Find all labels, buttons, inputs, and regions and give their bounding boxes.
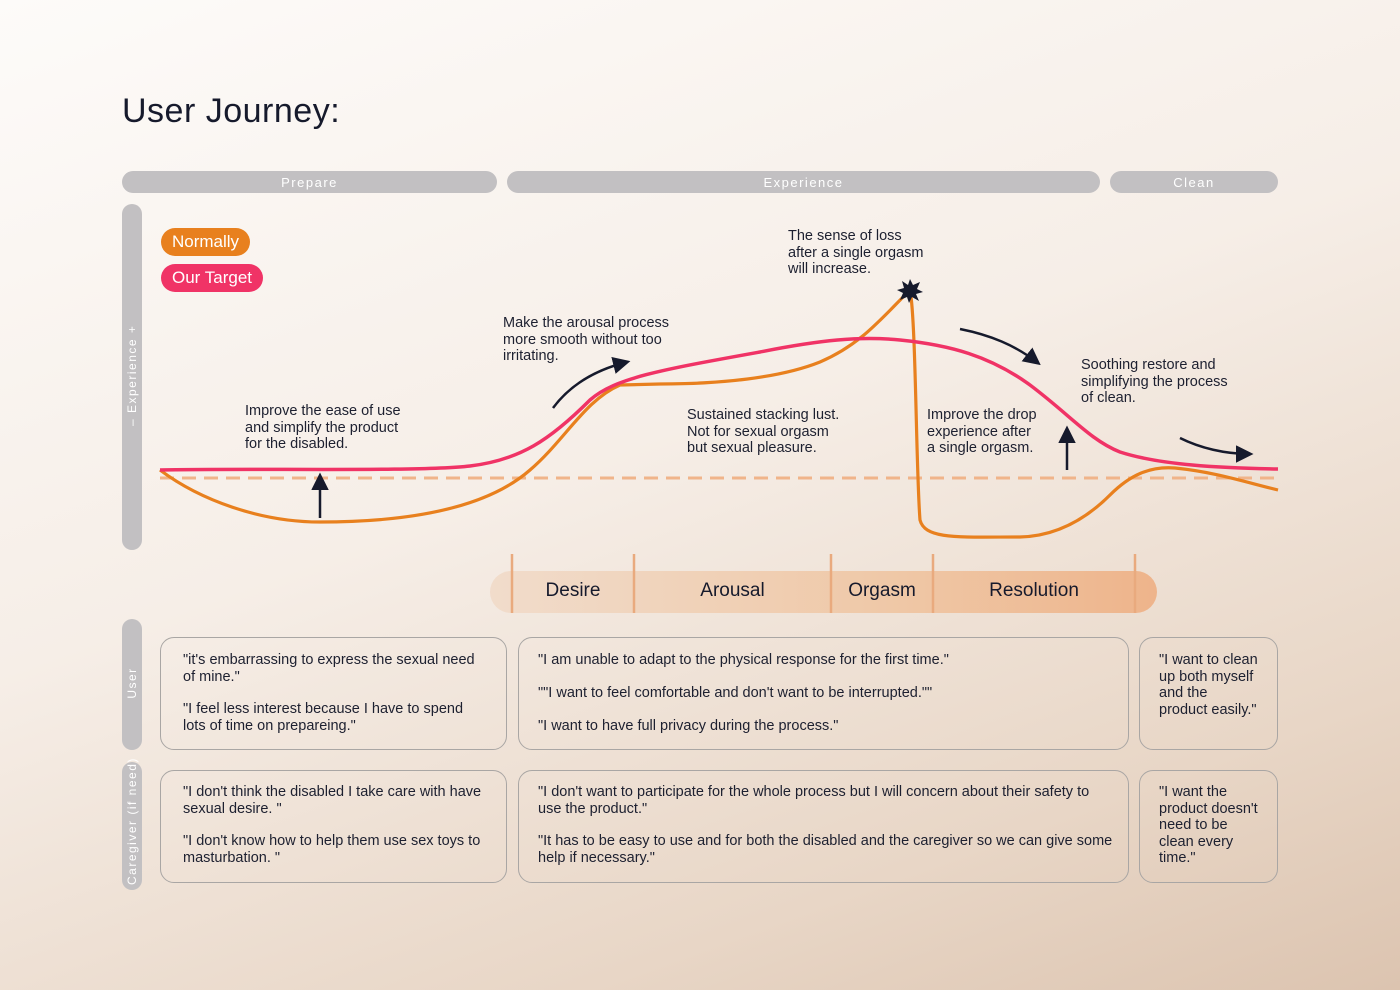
quote: "I want to have full privacy during the … xyxy=(538,718,839,734)
caregiver-experience-box xyxy=(518,770,1129,883)
quote: "I am unable to adapt to the physical re… xyxy=(538,652,949,668)
quote: "It has to be easy to use and for both t… xyxy=(538,833,1113,866)
stage-desire: Desire xyxy=(545,580,601,601)
normally-curve xyxy=(159,286,1279,539)
quote: "I want the product doesn't need to be c… xyxy=(1159,784,1258,866)
user-clean-box xyxy=(1139,637,1278,750)
caregiver-clean-box xyxy=(1139,770,1278,883)
curved-arrow-icon xyxy=(1179,436,1254,463)
caregiver-prepare-box xyxy=(160,770,507,883)
annotation-ease-of-use: Improve the ease of use and simplify the… xyxy=(245,403,401,452)
quote: "it's embarrassing to express the sexual… xyxy=(183,652,475,685)
annotation-drop-experience: Improve the drop experience after a sing… xyxy=(927,407,1037,456)
phase-prepare: Prepare xyxy=(122,171,497,193)
quote: "I want to clean up both myself and the … xyxy=(1159,652,1258,718)
legend-normally: Normally xyxy=(161,228,251,256)
page-title: User Journey: xyxy=(122,92,341,130)
quote: "I don't want to participate for the who… xyxy=(538,784,1090,817)
annotation-arousal: Make the arousal process more smooth wit… xyxy=(503,315,670,364)
phase-clean: Clean xyxy=(1110,171,1278,193)
stage-arousal: Arousal xyxy=(700,580,765,601)
caregiver-row-bar xyxy=(122,762,142,890)
annotation-soothing: Soothing restore and simplifying the pro… xyxy=(1081,357,1228,406)
orgasm-burst-icon xyxy=(897,279,923,303)
quote: "I feel less interest because I have to … xyxy=(183,701,464,734)
experience-axis-bar xyxy=(122,204,142,550)
phase-experience: Experience xyxy=(507,171,1100,193)
curved-arrow-icon xyxy=(551,356,631,409)
quote: "I don't know how to help them use sex t… xyxy=(183,833,481,866)
quote: ""I want to feel comfortable and don't w… xyxy=(538,685,933,701)
stage-resolution: Resolution xyxy=(989,580,1079,601)
curved-arrow-icon xyxy=(959,327,1041,366)
annotation-stacking-lust: Sustained stacking lust. Not for sexual … xyxy=(687,407,840,456)
legend-our-target: Our Target xyxy=(161,264,264,292)
target-curve xyxy=(159,336,1279,472)
response-stage-bar xyxy=(490,571,1157,613)
stage-orgasm: Orgasm xyxy=(848,580,916,601)
user-experience-box xyxy=(518,637,1129,750)
user-row-bar xyxy=(122,619,142,750)
annotation-sense-of-loss: The sense of loss after a single orgasm … xyxy=(788,228,924,277)
user-prepare-box xyxy=(160,637,507,750)
quote: "I don't think the disabled I take care … xyxy=(183,784,482,817)
